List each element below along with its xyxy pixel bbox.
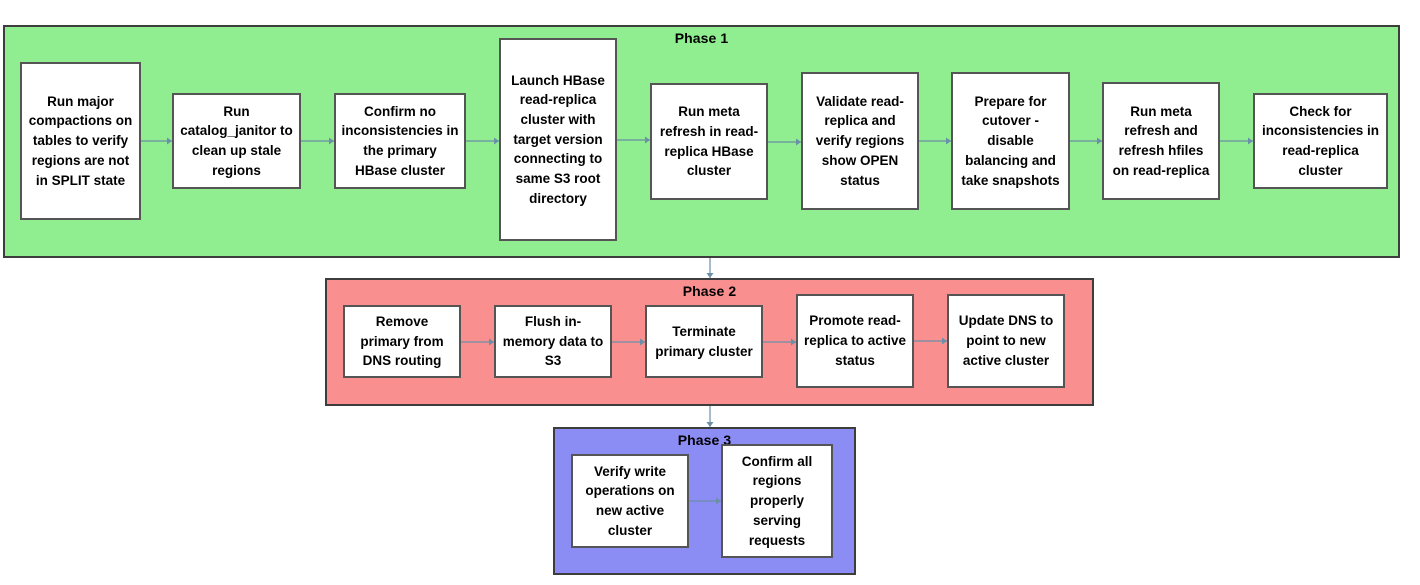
node-confirm-regions-serving[interactable]: Confirm all regions properly serving req… xyxy=(721,444,833,558)
node-label: Confirm all regions properly serving req… xyxy=(741,453,813,548)
node-terminate-primary-cluster[interactable]: Terminate primary cluster xyxy=(645,305,763,378)
phase-label-2: Phase 2 xyxy=(682,283,737,299)
node-verify-write-operations[interactable]: Verify write operations on new active cl… xyxy=(571,454,689,548)
node-run-meta-refresh-read-replica[interactable]: Run meta refresh in read-replica HBase c… xyxy=(650,83,768,200)
node-label: Run catalog_janitor to clean up stale re… xyxy=(180,103,293,178)
node-run-meta-refresh-hfiles[interactable]: Run meta refresh and refresh hfiles on r… xyxy=(1102,82,1220,200)
node-label: Terminate primary cluster xyxy=(655,323,753,359)
node-label: Confirm no inconsistencies in the primar… xyxy=(341,103,459,178)
node-label: Launch HBase read-replica cluster with t… xyxy=(511,72,605,206)
node-label: Prepare for cutover - disable balancing … xyxy=(961,93,1060,188)
node-label: Validate read-replica and verify regions… xyxy=(815,93,905,188)
node-promote-read-replica[interactable]: Promote read-replica to active status xyxy=(796,294,914,388)
node-validate-read-replica-open[interactable]: Validate read-replica and verify regions… xyxy=(801,72,919,210)
node-run-major-compactions[interactable]: Run major compactions on tables to verif… xyxy=(20,62,141,220)
node-label: Run major compactions on tables to verif… xyxy=(28,93,133,188)
node-label: Run meta refresh in read-replica HBase c… xyxy=(659,104,759,179)
node-prepare-for-cutover[interactable]: Prepare for cutover - disable balancing … xyxy=(951,72,1070,210)
node-update-dns-new-active[interactable]: Update DNS to point to new active cluste… xyxy=(947,294,1065,388)
phase-label-1: Phase 1 xyxy=(674,30,729,46)
node-launch-read-replica-cluster[interactable]: Launch HBase read-replica cluster with t… xyxy=(499,38,617,241)
node-run-catalog-janitor[interactable]: Run catalog_janitor to clean up stale re… xyxy=(172,93,301,189)
node-remove-primary-dns[interactable]: Remove primary from DNS routing xyxy=(343,305,461,378)
node-label: Update DNS to point to new active cluste… xyxy=(958,313,1054,368)
phase-label-3: Phase 3 xyxy=(677,432,732,448)
node-label: Run meta refresh and refresh hfiles on r… xyxy=(1112,103,1210,178)
node-confirm-no-inconsistencies[interactable]: Confirm no inconsistencies in the primar… xyxy=(334,93,466,189)
node-check-inconsistencies-read-replica[interactable]: Check for inconsistencies in read-replic… xyxy=(1253,93,1388,189)
node-label: Promote read-replica to active status xyxy=(803,313,907,368)
node-label: Check for inconsistencies in read-replic… xyxy=(1261,103,1380,178)
node-flush-in-memory-data[interactable]: Flush in-memory data to S3 xyxy=(494,305,612,378)
node-label: Flush in-memory data to S3 xyxy=(502,313,604,369)
node-label: Verify write operations on new active cl… xyxy=(585,463,675,538)
node-label: Remove primary from DNS routing xyxy=(360,313,444,369)
